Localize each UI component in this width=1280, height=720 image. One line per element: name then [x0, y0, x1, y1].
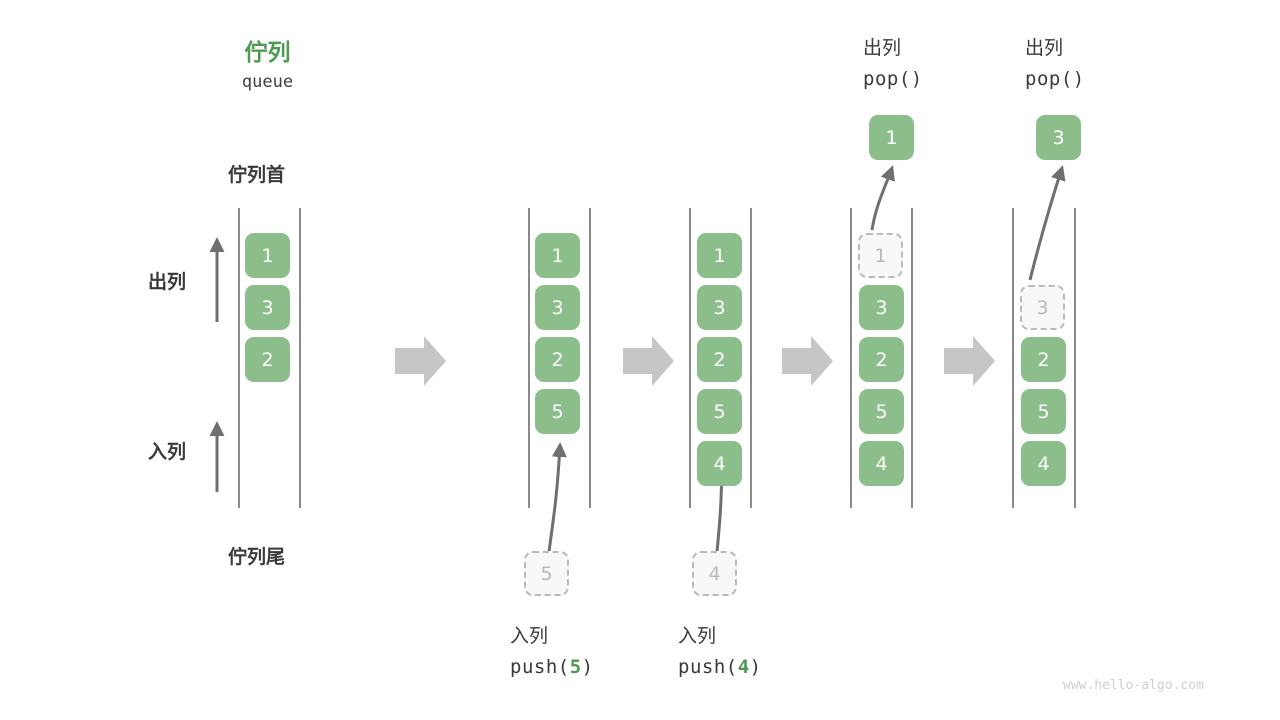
queue-cell: 3: [245, 285, 290, 330]
queue-cell-new: 5: [535, 389, 580, 434]
enqueue-label: 入列: [148, 441, 187, 463]
pop-3-caption-zh: 出列: [1025, 37, 1064, 59]
pop-1-caption-zh: 出列: [863, 37, 902, 59]
queue-cell: 5: [1021, 389, 1066, 434]
incoming-ghost-cell: 5: [524, 551, 569, 596]
queue-cell: 3: [535, 285, 580, 330]
queue-cell: 1: [245, 233, 290, 278]
push-5-caption-zh: 入列: [510, 625, 549, 647]
pop-1-caption-code: pop(): [863, 68, 923, 90]
push-5-code-value: 5: [569, 656, 582, 678]
popped-cell: 1: [869, 115, 914, 160]
push-4-code-prefix: push(: [678, 656, 738, 678]
queue-cell: 1: [697, 233, 742, 278]
push-4-code-suffix: ): [749, 656, 762, 678]
queue-cell: 1: [535, 233, 580, 278]
queue-cell: 3: [859, 285, 904, 330]
incoming-ghost-cell: 4: [692, 551, 737, 596]
stage-arrow-4: [944, 336, 995, 386]
outgoing-ghost-cell: 1: [858, 233, 903, 278]
queue-cell-new: 4: [697, 441, 742, 486]
push-5-code-prefix: push(: [510, 656, 570, 678]
push-4-caption-zh: 入列: [678, 625, 717, 647]
queue-cell: 4: [1021, 441, 1066, 486]
push-5-arrow: [547, 442, 567, 553]
queue-cell: 2: [1021, 337, 1066, 382]
queue-tail-label: 佇列尾: [228, 546, 286, 568]
stage-arrow-2: [623, 336, 674, 386]
outgoing-ghost-cell: 3: [1020, 285, 1065, 330]
queue-head-label: 佇列首: [228, 164, 286, 186]
pop-arrows: [870, 165, 1066, 281]
queue-cell: 3: [697, 285, 742, 330]
pop-3-caption-code: pop(): [1025, 68, 1085, 90]
pop-3-arrow: [1028, 165, 1066, 281]
queue-cell: 5: [697, 389, 742, 434]
dequeue-label: 出列: [148, 271, 187, 293]
queue-cell: 4: [859, 441, 904, 486]
queue-cell: 2: [697, 337, 742, 382]
watermark: www.hello-algo.com: [1063, 678, 1204, 693]
pop-1-arrow: [870, 165, 895, 231]
page-title-en: queue: [241, 72, 294, 92]
queue-rails: [238, 208, 1076, 508]
queue-cell: 2: [859, 337, 904, 382]
stage-arrow-3: [782, 336, 833, 386]
stage-transition-arrows: [395, 336, 995, 386]
popped-cell: 3: [1036, 115, 1081, 160]
push-5-code-suffix: ): [581, 656, 594, 678]
push-5-caption-code: push(5): [510, 656, 594, 678]
stage-arrow-1: [395, 336, 446, 386]
page-title-zh: 佇列: [244, 40, 291, 66]
queue-cell: 5: [859, 389, 904, 434]
queue-cell: 2: [535, 337, 580, 382]
push-4-code-value: 4: [737, 656, 750, 678]
push-4-caption-code: push(4): [678, 656, 762, 678]
queue-cell: 2: [245, 337, 290, 382]
